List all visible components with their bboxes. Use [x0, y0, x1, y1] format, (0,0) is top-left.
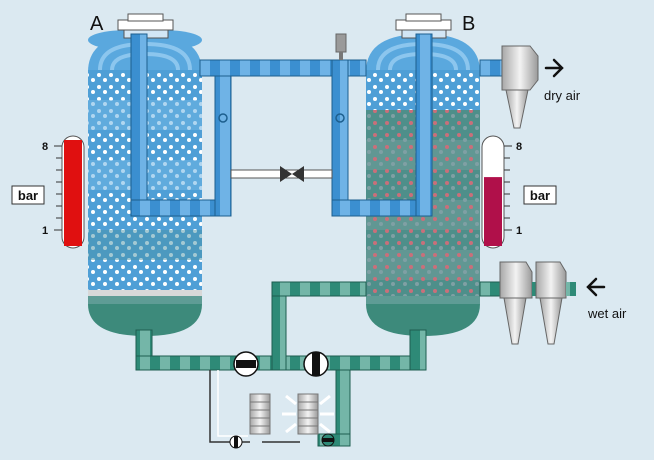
silencer-a	[249, 393, 271, 435]
inlet-filter-1	[499, 261, 533, 345]
pressure-gauge-a: 8 1 bar	[11, 135, 85, 249]
valve-a	[233, 351, 259, 377]
inlet-filter-2	[532, 261, 576, 345]
dry-air-arrow-icon	[544, 58, 564, 78]
gauge-a-min-label: 1	[42, 225, 48, 237]
gauge-b-unit-label: bar	[530, 188, 550, 203]
silencer-b-exhausting	[282, 393, 334, 435]
vessel-a-label: A	[90, 13, 104, 35]
valve-b	[303, 351, 329, 377]
vessel-b-label: B	[462, 13, 475, 35]
gauge-a-unit-label: bar	[18, 188, 38, 203]
wet-air-label: wet air	[587, 306, 627, 321]
wet-air-pipes	[135, 281, 503, 447]
gauge-a-fill	[64, 140, 82, 246]
gauge-b-fill	[484, 177, 502, 246]
dry-air-pipes	[130, 33, 503, 217]
gauge-b-max-label: 8	[516, 141, 522, 153]
outlet-filter	[501, 45, 539, 129]
dry-air-label: dry air	[544, 88, 581, 103]
gauge-a-max-label: 8	[42, 141, 48, 153]
drain-valve-a	[229, 435, 243, 449]
pressure-gauge-b: 8 1 bar	[481, 135, 557, 249]
gauge-b-min-label: 1	[516, 225, 522, 237]
wet-air-arrow-icon	[586, 277, 606, 297]
drain-valve-b	[321, 433, 335, 447]
